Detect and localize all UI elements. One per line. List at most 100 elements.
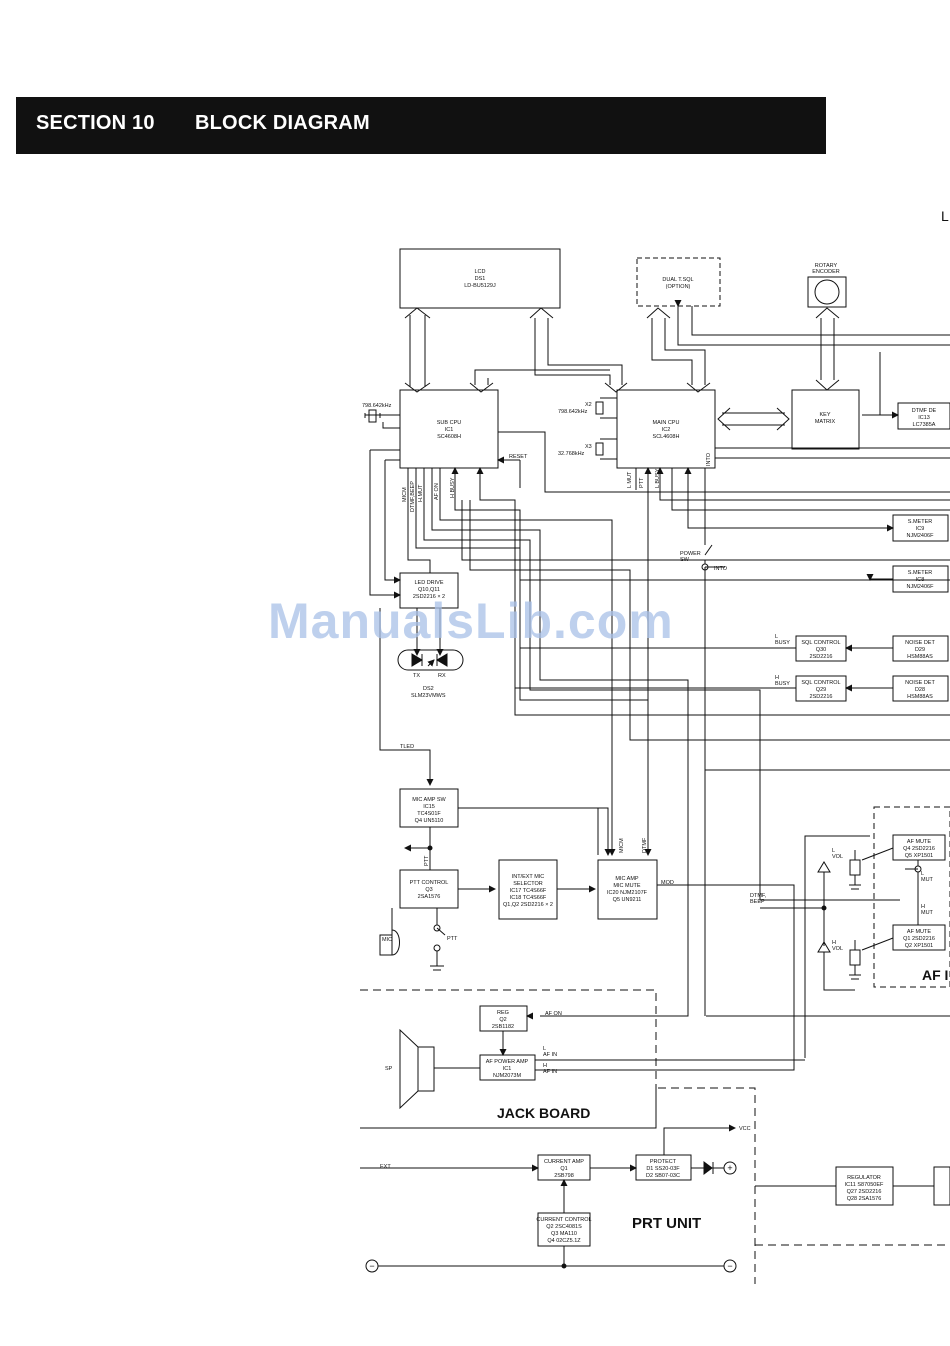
reset-line <box>498 431 950 493</box>
mic-label: MIC <box>382 937 392 943</box>
partial-right-block <box>933 1166 950 1206</box>
led-drive-ref: Q10,Q11 <box>418 587 440 593</box>
smeter1-label: S.METER <box>908 519 932 525</box>
minus-label: − <box>369 1261 374 1271</box>
h-busy-v-label: H BUSY <box>450 477 456 498</box>
key-matrix-label: KEY <box>819 412 830 418</box>
dtmf-beep2-label: DTMF,BEEP <box>750 893 767 905</box>
dtmf-dec-ref: IC13 <box>918 415 930 421</box>
dtmf-dec-part: LC7385A <box>913 422 936 428</box>
into-label: INTO <box>714 566 728 572</box>
rx-label: RX <box>438 673 446 679</box>
ds2-label: DS2 <box>423 686 434 692</box>
ptt-v-label: PTT <box>639 477 645 488</box>
sub-cpu-led-line <box>369 450 401 599</box>
x2-freq-label: 798.642kHz <box>558 409 588 415</box>
dtmf-beep-label: DTMF,BEEP <box>410 481 416 512</box>
sql2-label: SQL CONTROL <box>801 680 840 686</box>
reg-ref: Q2 <box>499 1017 506 1023</box>
h-mut-label: H.MUT <box>418 484 424 502</box>
af-on-label: AF ON <box>545 1011 562 1017</box>
af-mute2-ref2: Q2 XP1501 <box>905 943 933 949</box>
noise2-ref: D28 <box>915 687 925 693</box>
led-drive-part: 2SD2216 × 2 <box>413 594 445 600</box>
tx-label: TX <box>413 673 420 679</box>
current-control-ref1: Q2 2SC4081S <box>546 1224 582 1230</box>
af-unit-dashed-frame <box>873 806 950 988</box>
x3-freq-label: 32.768kHz <box>558 451 585 457</box>
reg-part: 2SB1182 <box>492 1024 514 1030</box>
af-power-label: AF POWER AMP <box>486 1059 529 1065</box>
smeter2-label: S.METER <box>908 570 932 576</box>
section-number: SECTION 10 <box>36 112 155 134</box>
smeter2-part: NJM2406F <box>907 584 935 590</box>
regulator-ref1: IC11 S87050EF <box>845 1182 884 1188</box>
tled-label: TLED <box>400 744 414 750</box>
lcd-ref: DS1 <box>475 276 486 282</box>
noise1-label: NOISE DET <box>905 640 935 646</box>
sql1-label: SQL CONTROL <box>801 640 840 646</box>
mic-amp-sw-part-2: Q4 UN5110 <box>415 818 444 824</box>
sql2-ref: Q29 <box>816 687 826 693</box>
prt-unit-label: PRT UNIT <box>632 1215 701 1232</box>
lcd-bus-left <box>409 315 426 387</box>
watermark: ManualsLib.com <box>268 593 674 649</box>
reset-label: RESET <box>509 454 528 460</box>
reg-label: REG <box>497 1010 509 1016</box>
x3-label: X3 <box>585 444 592 450</box>
mic-amp-label: MIC AMP <box>615 876 639 882</box>
noise1-part: HSM88AS <box>907 654 933 660</box>
x2-label: X2 <box>585 402 592 408</box>
lcd-bus-right <box>534 318 623 385</box>
noise2-label: NOISE DET <box>905 680 935 686</box>
l-mut-label: L MUT <box>627 471 633 488</box>
rotary-bus <box>820 318 835 380</box>
ptt-control-ref: Q3 <box>425 887 432 893</box>
section-header-bar <box>16 97 826 154</box>
af-power-ref: IC1 <box>503 1066 512 1072</box>
plus-label: + <box>727 1163 732 1173</box>
af-mute1-label: AF MUTE <box>907 839 931 845</box>
sql2-part: 2SD2216 <box>810 694 833 700</box>
af-on-v-label: AF ON <box>434 483 440 500</box>
regulator-ref3: Q28 2SA1576 <box>847 1196 882 1202</box>
af-mute-2-block <box>892 924 946 951</box>
noise2-part: HSM88AS <box>907 694 933 700</box>
key-matrix-bus <box>722 412 785 426</box>
protect-label: PROTECT <box>650 1159 677 1165</box>
prt-unit-frame <box>360 1087 756 1284</box>
freq1-label: 798.642kHz <box>362 403 392 409</box>
main-cpu-label: MAIN CPU <box>653 420 680 426</box>
lcd-label: LCD <box>474 269 485 275</box>
jack-board-label: JACK BOARD <box>497 1105 590 1121</box>
current-control-ref2: Q3 MA110 <box>551 1231 577 1237</box>
mic-mute-label: MIC MUTE <box>613 883 641 889</box>
rotary-encoder-knob <box>814 279 840 305</box>
vcc-label: VCC <box>739 1126 751 1132</box>
tled-line <box>379 608 434 786</box>
mic-amp-sw-ref: IC15 <box>423 804 435 810</box>
sub-cpu-label: SUB CPU <box>437 420 461 426</box>
mic-amp-ref2: Q5 UN9211 <box>613 897 642 903</box>
micm-label: MICM <box>402 487 408 502</box>
main-cpu-part: SCL4608H <box>653 434 680 440</box>
rotary-label: ROTARY <box>815 263 838 269</box>
int-ext-ref1: IC17 TC4S66F <box>510 888 547 894</box>
main-cpu-block <box>616 389 716 469</box>
ptt-label: PTT <box>424 855 430 866</box>
sub-cpu-ref: IC1 <box>445 427 454 433</box>
af-mute1-ref2: Q5 XP1501 <box>905 853 933 859</box>
af-on-line <box>431 468 689 1017</box>
key-matrix-label-2: MATRIX <box>815 419 836 425</box>
smeter1-part: NJM2406F <box>907 533 935 539</box>
mic-amp-ref1: IC20 NJM2107F <box>607 890 648 896</box>
af-power-part: NJM2073M <box>493 1073 522 1079</box>
current-control-label: CURRENT CONTROL <box>536 1217 591 1223</box>
